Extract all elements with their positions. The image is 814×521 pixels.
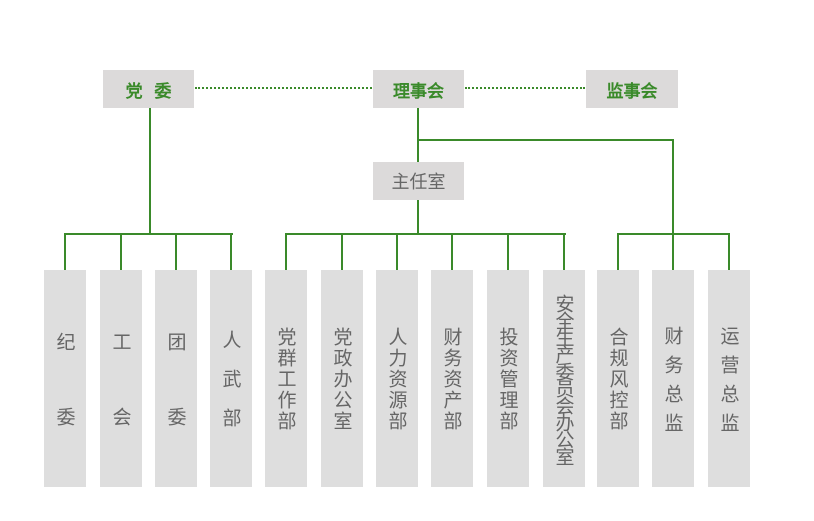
- department-box: 人武部: [210, 270, 252, 487]
- department-box: 合规风控部: [597, 270, 639, 487]
- connector: [120, 234, 122, 270]
- connector: [285, 234, 287, 270]
- department-label: 党群工作部: [274, 327, 297, 432]
- connector: [563, 234, 565, 270]
- connector: [417, 108, 419, 162]
- department-label: 安全生产委员会办公室: [552, 293, 575, 464]
- board-label: 理事会: [393, 81, 444, 102]
- department-label: 工会: [109, 331, 132, 482]
- department-label: 运营总监: [717, 325, 740, 442]
- dotted-connector: [465, 87, 585, 89]
- dotted-connector: [195, 87, 372, 89]
- connector: [64, 233, 233, 235]
- connector: [285, 233, 566, 235]
- connector: [507, 234, 509, 270]
- department-label: 人力资源部: [385, 327, 408, 432]
- department-box: 工会: [100, 270, 142, 487]
- department-box: 团委: [155, 270, 197, 487]
- department-label: 合规风控部: [606, 327, 629, 432]
- department-label: 党政办公室: [330, 327, 353, 432]
- department-box: 党群工作部: [265, 270, 307, 487]
- department-box: 运营总监: [708, 270, 750, 487]
- connector: [417, 139, 674, 141]
- connector: [617, 234, 619, 270]
- department-label: 财务总监: [661, 325, 684, 442]
- department-box: 财务总监: [652, 270, 694, 487]
- party-committee-box: 党 委: [103, 70, 194, 108]
- director-office-label: 主任室: [391, 172, 446, 193]
- department-label: 人武部: [219, 330, 242, 447]
- connector: [396, 234, 398, 270]
- connector: [672, 234, 674, 270]
- department-box: 党政办公室: [321, 270, 363, 487]
- department-box: 人力资源部: [376, 270, 418, 487]
- connector: [451, 234, 453, 270]
- department-box: 财务资产部: [431, 270, 473, 487]
- department-label: 投资管理部: [496, 327, 519, 432]
- party-committee-label: 党 委: [125, 81, 172, 102]
- connector: [64, 234, 66, 270]
- department-label: 纪委: [53, 331, 76, 482]
- department-label: 团委: [164, 331, 187, 482]
- department-box: 纪委: [44, 270, 86, 487]
- board-box: 理事会: [373, 70, 464, 108]
- department-box: 投资管理部: [487, 270, 529, 487]
- connector: [417, 200, 419, 234]
- supervisors-box: 监事会: [586, 70, 678, 108]
- department-box: 安全生产委员会办公室: [543, 270, 585, 487]
- director-office-box: 主任室: [373, 162, 464, 200]
- connector: [175, 234, 177, 270]
- department-label: 财务资产部: [440, 327, 463, 432]
- connector: [230, 234, 232, 270]
- connector: [341, 234, 343, 270]
- connector: [149, 108, 151, 235]
- connector: [672, 139, 674, 234]
- connector: [728, 234, 730, 270]
- supervisors-label: 监事会: [606, 81, 658, 102]
